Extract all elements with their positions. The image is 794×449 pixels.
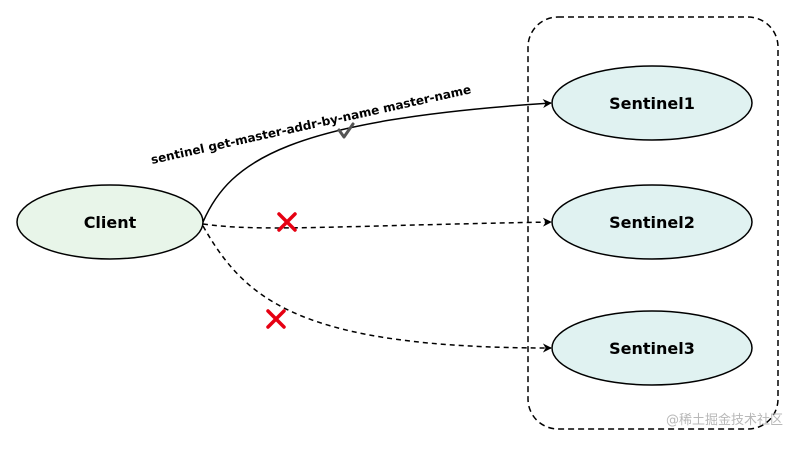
- sentinel2-node: Sentinel2: [551, 184, 753, 260]
- sentinel1-label: Sentinel1: [609, 94, 695, 113]
- edge-client-to-sentinel1: [202, 99, 552, 223]
- edge-client-to-sentinel2: [202, 217, 552, 229]
- sentinel3-node: Sentinel3: [551, 310, 753, 386]
- client-label: Client: [84, 213, 137, 232]
- fail-x-icon: [277, 212, 297, 232]
- client-node: Client: [16, 184, 204, 260]
- check-mark-icon: [337, 122, 355, 139]
- watermark-text: @稀土掘金技术社区: [666, 412, 783, 428]
- sentinel-group-container: [527, 16, 779, 430]
- sentinel2-label: Sentinel2: [609, 213, 695, 232]
- edge-client-to-sentinel3: [202, 225, 552, 353]
- fail-x-icon: [266, 309, 286, 329]
- edge-label-command: sentinel get-master-addr-by-name master-…: [150, 82, 473, 167]
- sentinel3-label: Sentinel3: [609, 339, 695, 358]
- sentinel1-node: Sentinel1: [551, 65, 753, 141]
